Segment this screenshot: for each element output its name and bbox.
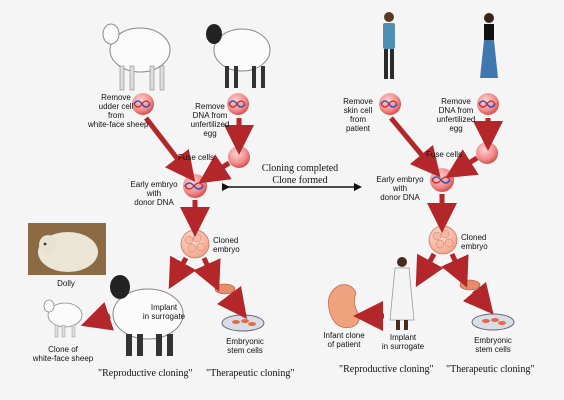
surrogate-woman-icon [389, 257, 415, 330]
skin-cell-icon [379, 93, 401, 115]
dolly-label: Dolly [57, 279, 75, 288]
male-patient-icon [383, 12, 395, 79]
sheep-early-embryo-label: Early embryo with donor DNA [130, 180, 178, 207]
human-therapeutic-label: "Therapeutic cloning" [446, 364, 535, 375]
human-fuse-cells-label: Fuse cells [426, 150, 463, 159]
human-cloned-embryo-icon [428, 225, 458, 255]
human-stem-cells-label: Embryonic stem cells [474, 336, 512, 354]
sheep-remove-dna-egg-label: Remove DNA from unfertilized egg [190, 102, 230, 138]
human-egg-empty-icon [476, 142, 498, 164]
human-implant-label: Implant in surrogate [381, 333, 425, 351]
sheep-stem-cells-label: Embryonic stem cells [226, 337, 264, 355]
sheep-fuse-cells-label: Fuse cells [178, 153, 215, 162]
remove-udder-cell-label: Remove udder cell from white-face sheep [88, 93, 149, 129]
surrogate-sheep-icon [110, 275, 184, 356]
sheep-flow-arrows [80, 116, 254, 331]
white-face-sheep-icon [102, 23, 171, 91]
female-donor-icon [480, 13, 498, 78]
remove-skin-cell-label: Remove skin cell from patient [343, 97, 373, 133]
sheep-reproductive-label: "Reproductive cloning" [98, 368, 193, 379]
sheep-early-embryo-icon [183, 174, 207, 198]
sheep-stem-cell-cluster-icon [214, 283, 236, 295]
black-face-sheep-icon [206, 24, 271, 88]
human-cloned-embryo-label: Cloned embryo [461, 233, 488, 251]
human-egg-dna-icon [477, 93, 499, 115]
human-remove-dna-egg-label: Remove DNA from unfertilized egg [436, 97, 476, 133]
human-flow-arrows [353, 116, 503, 331]
clone-sheep-icon [43, 299, 83, 338]
human-early-embryo-icon [430, 168, 454, 192]
udder-cell-icon [132, 93, 154, 115]
sheep-clone-label: Clone of white-face sheep [32, 345, 94, 363]
sheep-implant-label: Implant in surrogate [142, 303, 186, 321]
sheep-egg-empty-icon [228, 146, 250, 168]
sheep-cloned-embryo-label: Cloned embryo [213, 236, 240, 254]
sheep-egg-dna-icon [227, 93, 249, 115]
sheep-cloned-embryo-icon [180, 229, 210, 259]
human-reproductive-label: "Reproductive cloning" [339, 364, 434, 375]
infant-clone-label: Infant clone of patient [323, 331, 365, 349]
dolly-photo [28, 223, 106, 275]
human-early-embryo-label: Early embryo with donor DNA [376, 175, 424, 202]
cloning-completed-label: Cloning completed Clone formed [261, 163, 339, 186]
sheep-petri-dish-icon [221, 314, 265, 332]
human-petri-dish-icon [471, 313, 515, 331]
sheep-therapeutic-label: "Therapeutic cloning" [206, 368, 295, 379]
human-stem-cell-cluster-icon [459, 279, 481, 291]
fetus-icon [327, 284, 360, 329]
